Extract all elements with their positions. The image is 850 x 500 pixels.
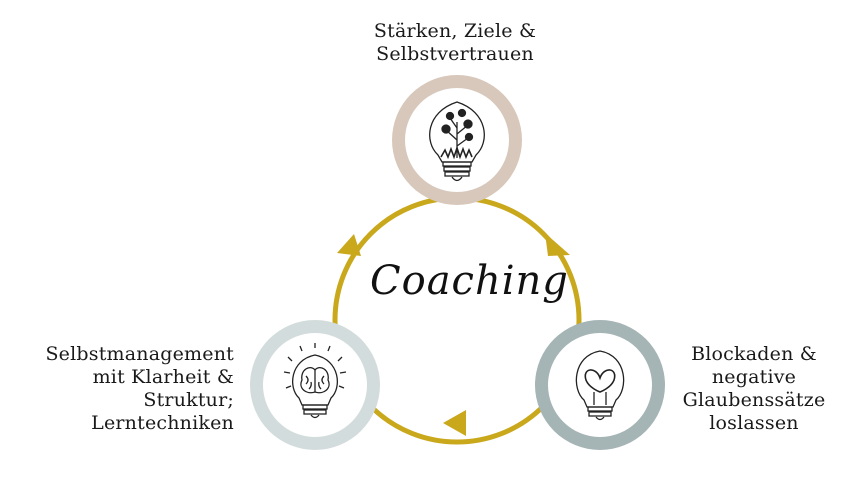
center-label-coaching: Coaching bbox=[370, 258, 569, 304]
heart-lightbulb-icon bbox=[575, 350, 625, 421]
node-right bbox=[535, 320, 665, 450]
node-top-label: Stärken, Ziele & Selbstvertrauen bbox=[373, 20, 537, 65]
node-top bbox=[392, 75, 522, 205]
node-right-label: Blockaden & negative Glaubenssätze losla… bbox=[682, 343, 826, 434]
brain-lightbulb-icon bbox=[283, 343, 347, 419]
plant-lightbulb-icon bbox=[429, 101, 485, 182]
node-left bbox=[250, 320, 380, 450]
arrow-top-left bbox=[337, 234, 361, 256]
node-left-label: Selbstmanagement mit Klarheit & Struktur… bbox=[45, 343, 234, 434]
arrow-top-right bbox=[545, 233, 570, 256]
arrow-bottom bbox=[443, 410, 466, 436]
